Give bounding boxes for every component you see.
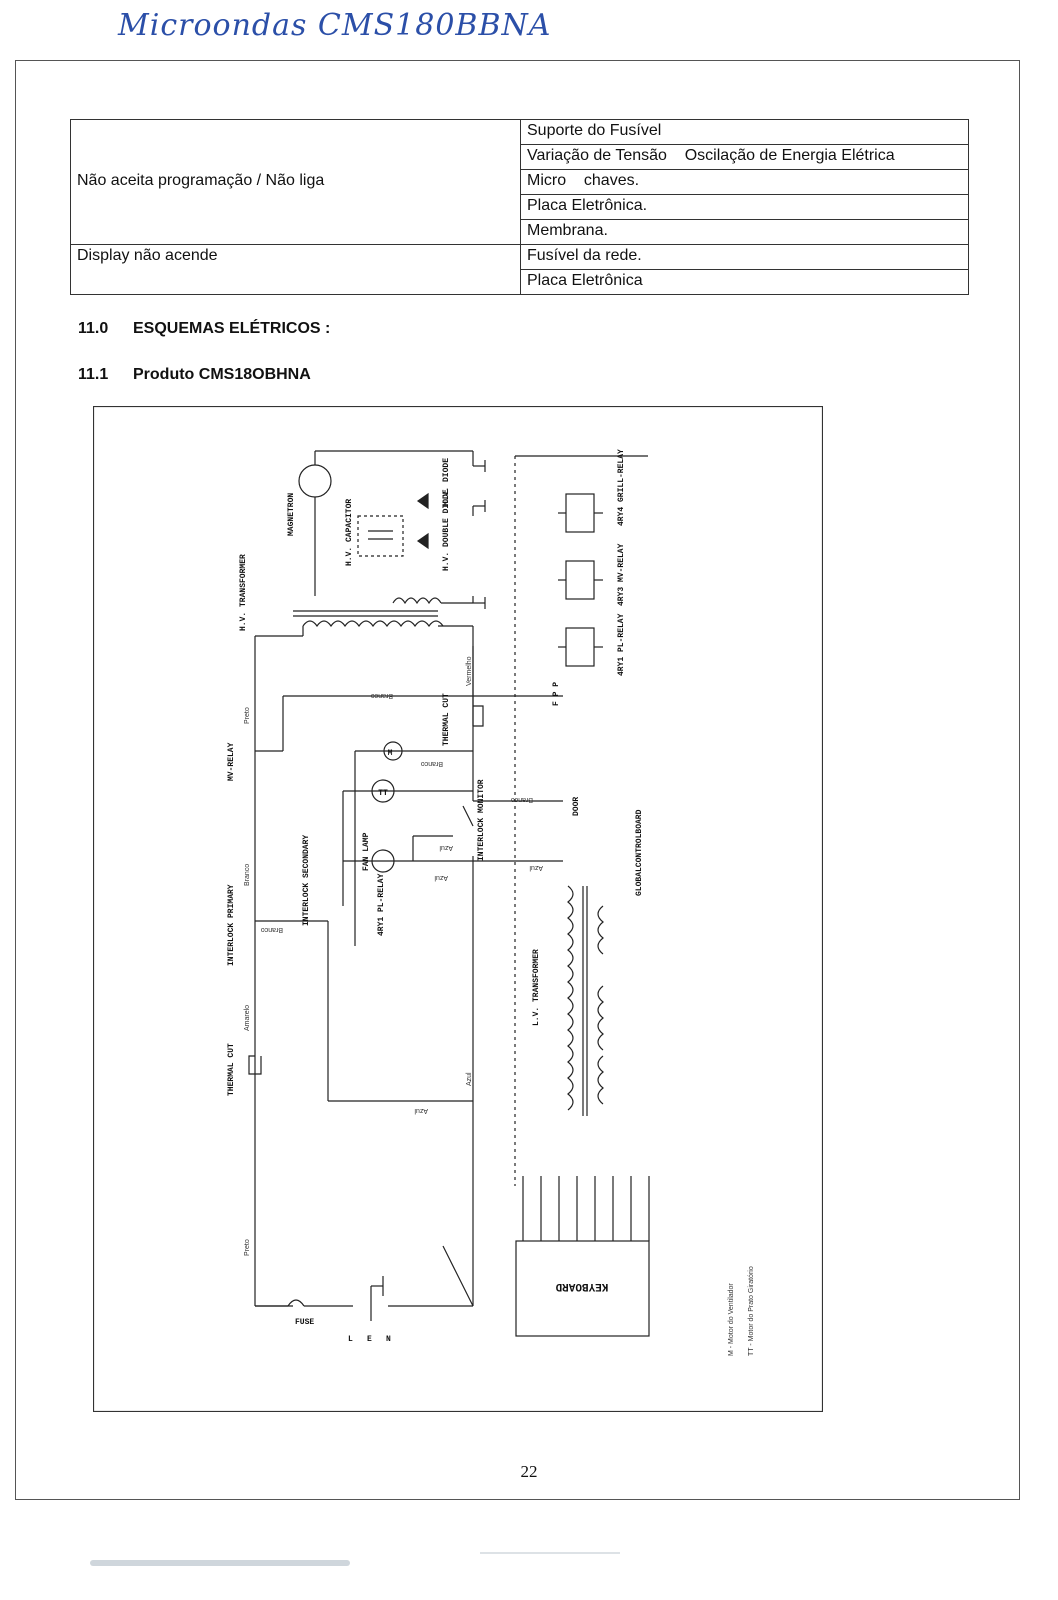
label-thermal-cut-1: THERMAL CUT <box>442 693 451 746</box>
wire-label: Azul <box>466 1072 473 1086</box>
label-hv-capacitor: H.V. CAPACITOR <box>345 499 354 566</box>
wire-label: Branco <box>261 926 283 933</box>
label-hv-transformer: H.V. TRANSFORMER <box>239 554 248 631</box>
label-magnetron: MAGNETRON <box>287 493 296 536</box>
table-row: Membrana. <box>70 219 969 245</box>
table-row: Placa Eletrônica. <box>70 194 969 220</box>
diagnosis-table: Suporte do Fusível Variação de Tensão Os… <box>70 119 969 295</box>
wire-label: Preto <box>244 1239 251 1256</box>
table-cell-cause: Placa Eletrônica <box>520 269 969 295</box>
section-heading-11-1: 11.1 Produto CMS18OBHNA <box>78 366 311 384</box>
diagram-frame <box>93 406 823 1412</box>
table-cell-symptom <box>70 269 521 295</box>
page-number: 22 <box>520 1462 538 1481</box>
page-frame <box>15 60 1020 1500</box>
legend-m: M - Motor do Ventilador <box>728 1283 735 1356</box>
table-row: Display não acende Fusível da rede. <box>70 244 969 270</box>
legend-tt: TT - Motor do Prato Giratório <box>748 1266 755 1356</box>
label-mv-relay: 4RY3 MV-RELAY <box>617 543 626 606</box>
scan-artifact <box>90 1560 350 1566</box>
label-interlock-secondary: INTERLOCK SECONDARY <box>302 835 311 926</box>
wire-color-labels: Preto Branco Vermelho Branco Branco Azul… <box>244 656 543 1256</box>
wire-label: Branco <box>371 692 393 699</box>
table-row: Suporte do Fusível <box>70 119 969 145</box>
table-cell-cause: Micro chaves. <box>520 169 969 195</box>
label-global-control-board: GLOBALCONTROLBOARD <box>635 809 644 896</box>
table-cell-cause: Fusível da rede. <box>520 244 969 270</box>
table-cell-cause: Variação de Tensão Oscilação de Energia … <box>520 144 969 170</box>
label-fan-lamp: FAN LAMP <box>362 832 371 871</box>
label-fuse: FUSE <box>295 1318 314 1327</box>
section-heading-11: 11.0 ESQUEMAS ELÉTRICOS : <box>78 320 330 338</box>
table-cell-cause: Suporte do Fusível <box>520 119 969 145</box>
table-cell-symptom: Não aceita programação / Não liga <box>70 169 521 195</box>
wire-label: Preto <box>244 707 251 724</box>
wire-label: Branco <box>421 760 443 767</box>
table-row: Placa Eletrônica <box>70 269 969 295</box>
wire-label: Amarelo <box>244 1005 251 1031</box>
table-row: Não aceita programação / Não liga Micro … <box>70 169 969 195</box>
label-f-pin: F P P <box>552 682 561 706</box>
label-n-pin: N <box>386 1335 391 1344</box>
legend: M - Motor do Ventilador TT - Motor do Pr… <box>728 1266 755 1356</box>
label-pl-relay: 4RY1 PL-RELAY <box>617 613 626 676</box>
table-cell-cause: Placa Eletrônica. <box>520 194 969 220</box>
scan-artifact <box>480 1552 620 1554</box>
wire-label: Vermelho <box>466 656 473 686</box>
table-row: Variação de Tensão Oscilação de Energia … <box>70 144 969 170</box>
label-lv-transformer: L.V. TRANSFORMER <box>532 949 541 1026</box>
label-keyboard: KEYBOARD <box>555 1280 608 1292</box>
label-double-diode: H.V. DOUBLE DIODE <box>442 489 451 571</box>
section-number: 11.1 <box>78 366 109 383</box>
section-title: Produto CMS18OBHNA <box>133 366 311 383</box>
table-cell-cause: Membrana. <box>520 219 969 245</box>
label-thermal-cut-2: THERMAL CUT <box>227 1043 236 1096</box>
table-cell-symptom: Display não acende <box>70 244 521 270</box>
wire-label: Branco <box>511 796 533 803</box>
label-l-pin: L <box>348 1335 353 1344</box>
label-interlock-primary: INTERLOCK PRIMARY <box>227 884 236 966</box>
table-cell-symptom <box>70 219 521 245</box>
component-labels: MAGNETRON H.V. CAPACITOR H.V. DIODE H.V.… <box>227 449 644 1344</box>
wire-label: Azul <box>529 864 543 871</box>
label-door: DOOR <box>572 797 581 816</box>
wire-label: Branco <box>244 864 251 886</box>
label-motor-m: M <box>388 749 393 758</box>
handwritten-model-note: Microondas CMS180BBNA <box>118 8 552 43</box>
wire-label: Azul <box>439 844 453 851</box>
wiring-diagram: MAGNETRON H.V. CAPACITOR H.V. DIODE H.V.… <box>93 406 823 1412</box>
label-grill-relay: 4RY4 GRILL-RELAY <box>617 449 626 526</box>
table-cell-symptom <box>70 144 521 170</box>
label-hv-diode: H.V. DIODE <box>442 458 451 506</box>
label-mv-rel: MV-RELAY <box>227 742 236 781</box>
label-interlock-monitor: INTERLOCK MONITOR <box>477 779 486 861</box>
wire-label: Azul <box>434 874 448 881</box>
section-title: ESQUEMAS ELÉTRICOS : <box>133 320 331 337</box>
label-motor-tt: TT <box>378 789 388 798</box>
table-cell-symptom <box>70 194 521 220</box>
section-number: 11.0 <box>78 320 109 337</box>
label-pl-relay-coil: 4RY1 PL-RELAY <box>377 873 386 936</box>
wires <box>248 450 650 1337</box>
label-e-pin: E <box>367 1335 372 1344</box>
wire-label: Azul <box>414 1107 428 1114</box>
table-cell-symptom <box>70 119 521 145</box>
